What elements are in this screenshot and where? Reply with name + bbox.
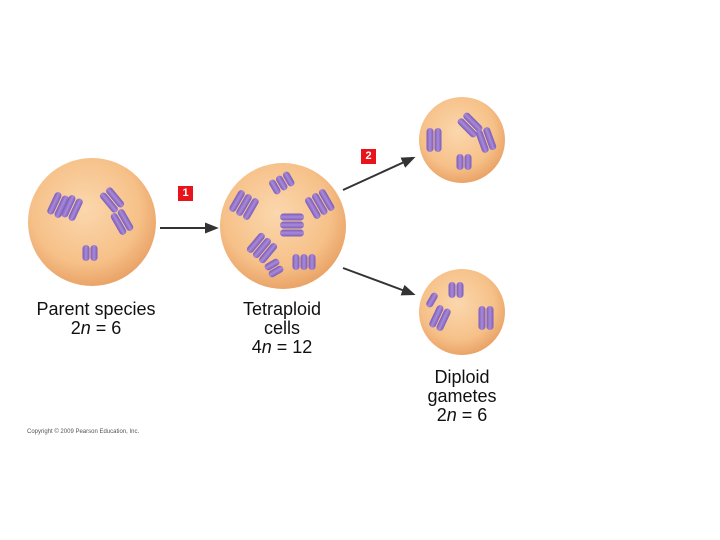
- tetraploid-name: Tetraploid: [242, 299, 322, 319]
- tetraploid-cell: [220, 163, 346, 289]
- parent-ploidy: 2n = 6: [70, 318, 122, 338]
- diploid-gamete-upper: [419, 97, 505, 183]
- parent-species-name: Parent species: [36, 299, 156, 319]
- tetraploid-label: Tetraploid cells 4n = 12: [222, 300, 342, 357]
- diploid-gametes-label: Diploid gametes 2n = 6: [412, 368, 512, 425]
- diploid-gamete-lower: [419, 269, 505, 355]
- arrow-step-2-lower: [342, 267, 416, 296]
- step-1-badge: 1: [178, 186, 193, 201]
- parent-species-label: Parent species 2n = 6: [18, 300, 174, 338]
- tetraploid-ploidy: 4n = 12: [251, 337, 313, 357]
- gametes-ploidy: 2n = 6: [436, 405, 488, 425]
- copyright-notice: Copyright © 2009 Pearson Education, Inc.: [27, 429, 140, 435]
- parent-cell: [28, 158, 156, 286]
- gametes-word: gametes: [427, 386, 497, 406]
- chromosome-group: [292, 254, 316, 270]
- arrow-step-2-upper: [342, 156, 416, 191]
- tetraploid-cells: cells: [263, 318, 300, 338]
- step-2-badge: 2: [361, 149, 376, 164]
- chromosome-group: [280, 213, 304, 237]
- gametes-name: Diploid: [434, 367, 490, 387]
